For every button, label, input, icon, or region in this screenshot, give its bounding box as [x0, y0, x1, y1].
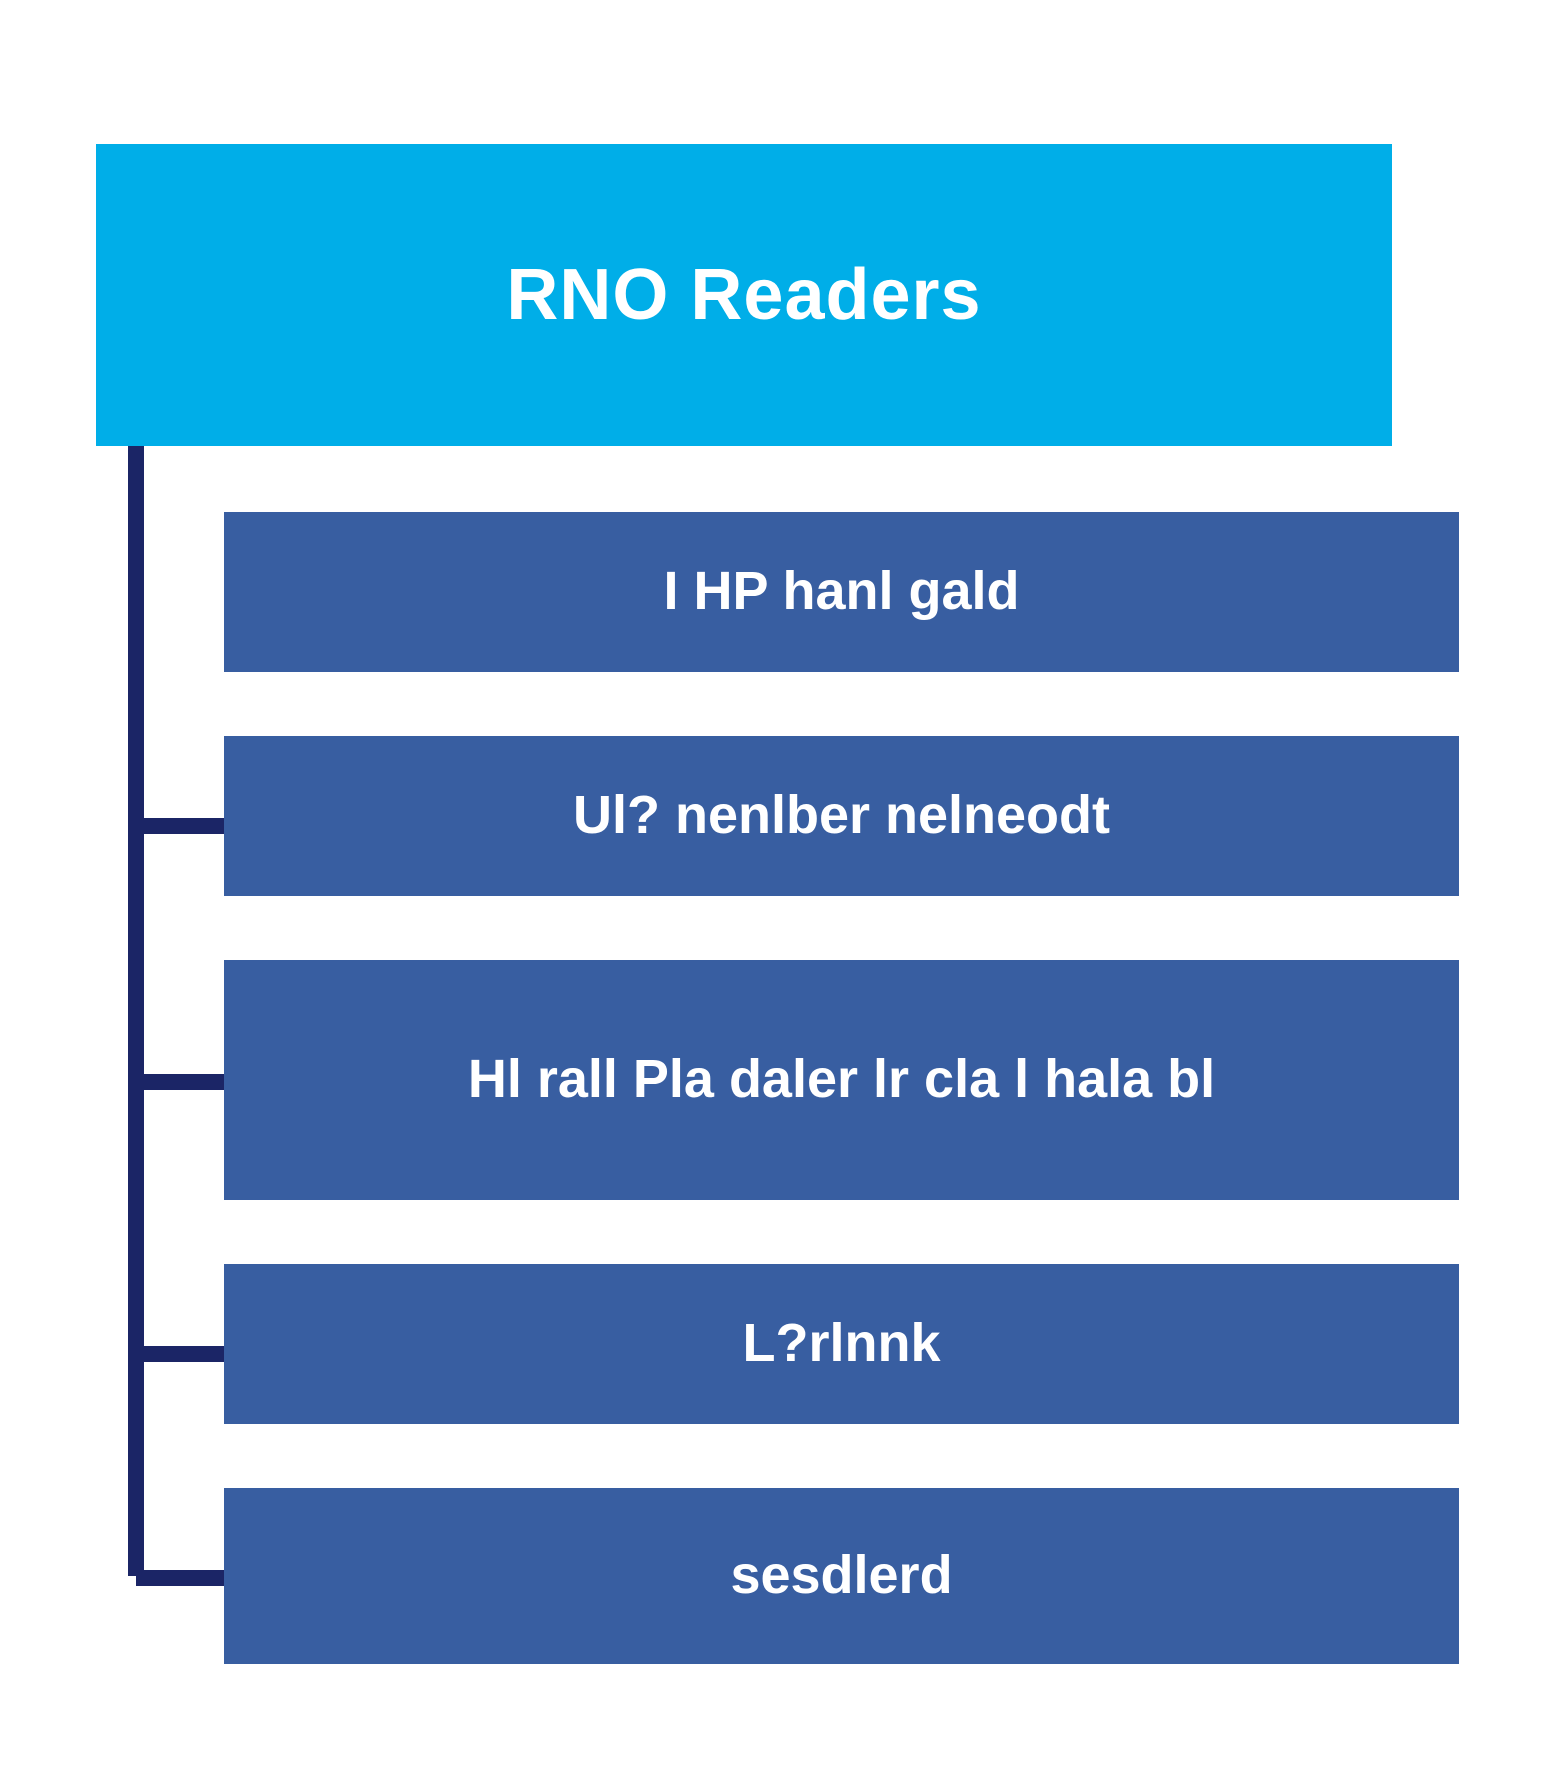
child-node-1: I HP hanl gald [224, 512, 1459, 672]
child-node-3-label: Hl rall Pla daler lr cla l hala bl [467, 1049, 1216, 1110]
child-node-2: Ul? nenlber nelneodt [224, 736, 1459, 896]
connector-spine [128, 446, 144, 1576]
child-node-3: Hl rall Pla daler lr cla l hala bl [224, 960, 1459, 1200]
child-node-4: L?rlnnk [224, 1264, 1459, 1424]
child-node-2-label: Ul? nenlber nelneodt [572, 785, 1111, 846]
child-node-1-label: I HP hanl gald [663, 561, 1020, 622]
connector-branch-4 [136, 1346, 224, 1362]
root-node: RNO Readers [96, 144, 1392, 446]
child-node-4-label: L?rlnnk [742, 1313, 941, 1374]
child-node-5-label: sesdlerd [730, 1545, 953, 1606]
connector-branch-5 [136, 1570, 224, 1586]
connector-branch-2 [136, 818, 224, 834]
child-node-5: sesdlerd [224, 1488, 1459, 1664]
root-node-label: RNO Readers [506, 255, 982, 335]
connector-branch-3 [136, 1074, 224, 1090]
